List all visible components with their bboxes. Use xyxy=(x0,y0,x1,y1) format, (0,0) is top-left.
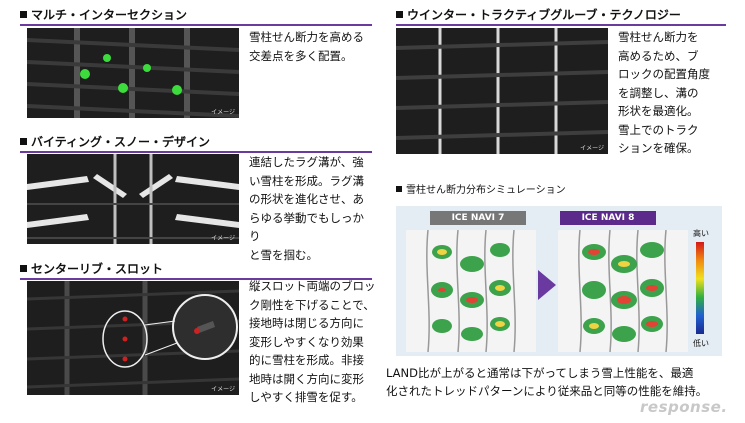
simulation-title: 雪柱せん断力分布シミュレーション xyxy=(396,181,566,196)
section-title-text: バイティング・スノー・デザイン xyxy=(31,135,211,149)
simulation-title-text: 雪柱せん断力分布シミュレーション xyxy=(406,185,566,196)
ice-navi-7-heatmap xyxy=(406,230,536,352)
arrow-right-icon xyxy=(538,270,556,300)
color-scale-bar xyxy=(696,242,704,334)
tread-image-winter-tractive-groove: イメージ xyxy=(396,28,608,154)
section-underline xyxy=(20,24,372,26)
bullet-square-icon xyxy=(396,11,403,18)
image-caption: イメージ xyxy=(211,109,235,116)
simulation-caption: LAND比が上がると通常は下がってしまう雪上性能を、最適 化されたトレッドパター… xyxy=(386,366,708,398)
ice-navi-8-heatmap xyxy=(558,230,688,352)
tread-image-multi-intersection: イメージ xyxy=(27,28,239,118)
multi-intersection-description: 雪柱せん断力を高める 交差点を多く配置。 xyxy=(249,30,364,63)
section-title-winter-tractive-groove: ウインター・トラクティブグルーブ・テクノロジー xyxy=(396,8,681,22)
image-caption: イメージ xyxy=(211,386,235,393)
ice-navi-7-label: ICE NAVI 7 xyxy=(430,211,526,225)
simulation-panel: ICE NAVI 7 ICE NAVI 8 高い 低い xyxy=(396,206,722,356)
section-title-center-rib-slot: センターリブ・スロット xyxy=(20,262,163,276)
response-watermark-logo: response. xyxy=(640,398,728,416)
center-rib-slot-description: 縦スロット両端のブロッ ク剛性を下げることで、 接地時は閉じる方向に 変形しやす… xyxy=(249,279,376,404)
section-title-text: マルチ・インターセクション xyxy=(31,8,188,22)
section-underline xyxy=(396,24,726,26)
scale-high-label: 高い xyxy=(693,229,709,238)
tread-image-biting-snow-design: イメージ xyxy=(27,154,239,244)
winter-tractive-groove-description: 雪柱せん断力を 高めるため、ブ ロックの配置角度 を調整し、溝の 形状を最適化。… xyxy=(618,30,710,155)
image-caption: イメージ xyxy=(580,145,604,152)
tread-image-center-rib-slot: イメージ xyxy=(27,281,239,395)
section-title-multi-intersection: マルチ・インターセクション xyxy=(20,8,187,22)
section-title-text: ウインター・トラクティブグルーブ・テクノロジー xyxy=(407,8,681,22)
image-caption: イメージ xyxy=(211,235,235,242)
bullet-square-icon xyxy=(20,138,27,145)
section-underline xyxy=(20,151,372,153)
bullet-square-icon xyxy=(396,186,402,192)
bullet-square-icon xyxy=(20,265,27,272)
scale-low-label: 低い xyxy=(693,339,709,348)
section-title-biting-snow-design: バイティング・スノー・デザイン xyxy=(20,135,210,149)
section-underline xyxy=(20,278,372,280)
section-title-text: センターリブ・スロット xyxy=(31,262,164,276)
biting-snow-design-description: 連結したラグ溝が、強 い雪柱を形成。ラグ溝 の形状を進化させ、あ らゆる挙動でも… xyxy=(249,155,364,262)
bullet-square-icon xyxy=(20,11,27,18)
ice-navi-8-label: ICE NAVI 8 xyxy=(560,211,656,225)
